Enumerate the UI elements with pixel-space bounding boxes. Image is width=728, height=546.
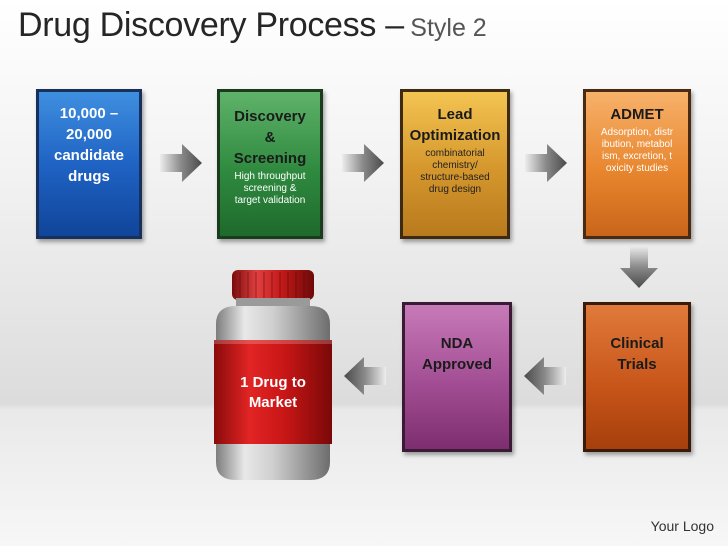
step-discovery-screening: Discovery & Screening High throughput sc… xyxy=(217,89,323,239)
step-lead-optimization-heading: Lead Optimization xyxy=(409,106,501,144)
logo-text: Your Logo xyxy=(650,518,714,534)
step-admet-detail: Adsorption, distr ibution, metabol ism, … xyxy=(600,127,674,174)
step-discovery-screening-detail: High throughput screening & target valid… xyxy=(234,171,306,206)
arrow-right-icon xyxy=(160,144,202,182)
title-subtitle: Style 2 xyxy=(410,14,487,42)
arrow-right-icon xyxy=(525,144,567,182)
step-lead-optimization-detail: combinatorial chemistry/ structure-based… xyxy=(420,148,490,195)
step-clinical-trials: Clinical Trials xyxy=(583,302,691,452)
step-lead-optimization: Lead Optimization combinatorial chemistr… xyxy=(400,89,510,239)
bottle-label: 1 Drug to Market xyxy=(240,374,306,411)
slide-title: Drug Discovery Process – Style 2 xyxy=(18,6,487,45)
arrow-right-icon xyxy=(342,144,384,182)
pill-bottle-icon xyxy=(214,270,332,480)
step-discovery-screening-heading: Discovery & Screening xyxy=(233,108,307,167)
arrow-down-icon xyxy=(620,246,658,288)
step-clinical-trials-heading: Clinical Trials xyxy=(610,335,664,373)
step-admet: ADMET Adsorption, distr ibution, metabol… xyxy=(583,89,691,239)
step-nda-approved: NDA Approved xyxy=(402,302,512,452)
step-candidate-drugs: 10,000 – 20,000 candidate drugs xyxy=(36,89,142,239)
step-admet-heading: ADMET xyxy=(610,106,664,123)
arrow-left-icon xyxy=(524,357,566,395)
title-main: Drug Discovery Process – xyxy=(18,6,404,44)
arrow-left-icon xyxy=(344,357,386,395)
step-nda-approved-heading: NDA Approved xyxy=(421,335,492,373)
step-candidate-drugs-heading: 10,000 – 20,000 candidate drugs xyxy=(53,105,125,185)
